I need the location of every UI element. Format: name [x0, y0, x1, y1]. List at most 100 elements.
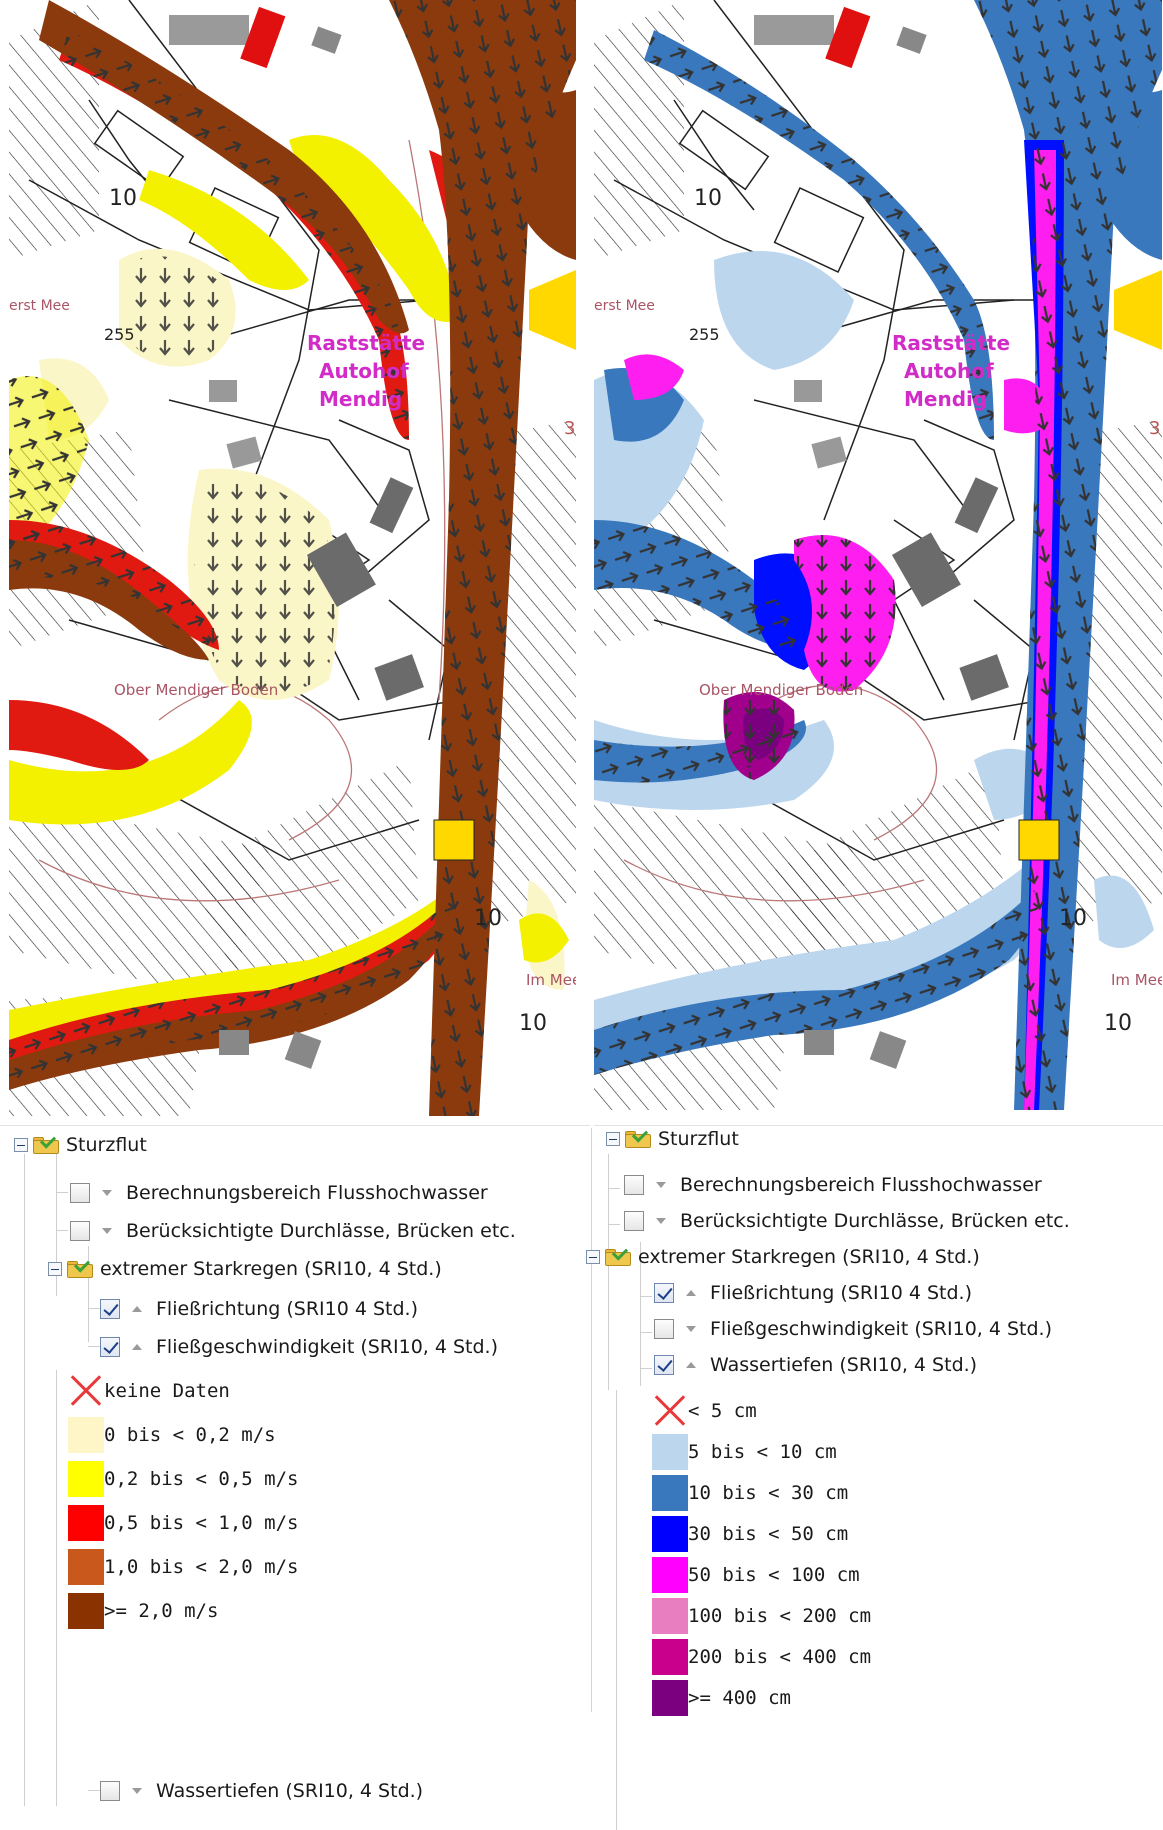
triangle-up-icon[interactable]: [132, 1306, 142, 1312]
legend-label: >= 400 cm: [688, 1687, 791, 1709]
legend-swatch: [68, 1593, 104, 1629]
layer-checkbox[interactable]: [100, 1781, 120, 1801]
map-flow-velocity[interactable]: Raststätte Autohof Mendig 255 Ober Mendi…: [9, 0, 576, 1116]
layer-checkbox[interactable]: [70, 1183, 90, 1203]
map-feature-box: [1018, 819, 1060, 861]
collapse-icon[interactable]: [48, 1262, 62, 1276]
legend-swatch: [652, 1639, 688, 1675]
tree-node-starkregen[interactable]: extremer Starkregen (SRI10, 4 Std.): [586, 1242, 980, 1272]
panel-divider: [591, 1128, 592, 1712]
legend-label: 0 bis < 0,2 m/s: [104, 1424, 276, 1446]
legend-label: 1,0 bis < 2,0 m/s: [104, 1556, 299, 1578]
legend-label: 0,5 bis < 1,0 m/s: [104, 1512, 299, 1534]
legend-row: >= 400 cm: [652, 1679, 791, 1717]
edge-number-label: 3: [564, 418, 575, 439]
legend-row-nodata: < 5 cm: [652, 1392, 757, 1430]
tree-node-starkregen[interactable]: extremer Starkregen (SRI10, 4 Std.): [48, 1254, 442, 1284]
collapse-icon[interactable]: [606, 1132, 620, 1146]
place-label-2: Autohof: [319, 359, 409, 383]
place-label-3: Mendig: [319, 387, 402, 411]
triangle-down-icon[interactable]: [102, 1190, 112, 1196]
legend-row: 100 bis < 200 cm: [652, 1597, 871, 1635]
legend-row: 0,2 bis < 0,5 m/s: [68, 1460, 298, 1498]
layer-item-berechnungsbereich[interactable]: Berechnungsbereich Flusshochwasser: [624, 1170, 1042, 1200]
legend-swatch: [652, 1680, 688, 1716]
layer-checkbox[interactable]: [70, 1221, 90, 1241]
highway-junction: [1114, 270, 1162, 350]
layer-checkbox[interactable]: [624, 1175, 644, 1195]
layer-checkbox-checked[interactable]: [654, 1283, 674, 1303]
legend-row: 30 bis < 50 cm: [652, 1515, 848, 1553]
legend-swatch: [68, 1461, 104, 1497]
legend-row: 1,0 bis < 2,0 m/s: [68, 1548, 298, 1586]
legend-label: < 5 cm: [688, 1400, 757, 1422]
layer-label: Berechnungsbereich Flusshochwasser: [680, 1174, 1042, 1196]
contour-label-2: 10: [474, 906, 502, 931]
tree-node-label: Sturzflut: [66, 1134, 147, 1156]
triangle-up-icon[interactable]: [686, 1362, 696, 1368]
layer-label: Wassertiefen (SRI10, 4 Std.): [710, 1354, 978, 1376]
legend-swatch: [652, 1557, 688, 1593]
layer-checkbox-checked[interactable]: [100, 1299, 120, 1319]
legend-row: 200 bis < 400 cm: [652, 1638, 871, 1676]
legend-swatch: [68, 1417, 104, 1453]
legend-label: 30 bis < 50 cm: [688, 1523, 849, 1545]
buildings: [169, 6, 424, 1069]
layer-item-fliessgeschwindigkeit[interactable]: Fließgeschwindigkeit (SRI10, 4 Std.): [100, 1332, 498, 1362]
layer-item-durchlaesse[interactable]: Berücksichtigte Durchlässe, Brücken etc.: [70, 1216, 516, 1246]
legend-label: keine Daten: [104, 1380, 230, 1402]
west-label: erst Mee: [9, 298, 70, 314]
layer-label: Berücksichtigte Durchlässe, Brücken etc.: [126, 1220, 516, 1242]
triangle-down-icon[interactable]: [102, 1228, 112, 1234]
no-data-x-icon: [68, 1373, 104, 1409]
legend-label: >= 2,0 m/s: [104, 1600, 219, 1622]
layer-item-fliessgeschwindigkeit[interactable]: Fließgeschwindigkeit (SRI10, 4 Std.): [654, 1314, 1052, 1344]
tree-node-label: extremer Starkregen (SRI10, 4 Std.): [638, 1246, 980, 1268]
contour-label-3: 10: [1104, 1011, 1132, 1036]
tree-node-sturzflut[interactable]: Sturzflut: [606, 1124, 739, 1154]
layer-label: Fließgeschwindigkeit (SRI10, 4 Std.): [156, 1336, 499, 1358]
triangle-down-icon[interactable]: [656, 1218, 666, 1224]
field-label: Ober Mendiger Boden: [699, 681, 863, 699]
collapse-icon[interactable]: [586, 1250, 600, 1264]
layer-item-wassertiefen[interactable]: Wassertiefen (SRI10, 4 Std.): [100, 1776, 423, 1806]
layer-checkbox[interactable]: [624, 1211, 644, 1231]
field-label: Ober Mendiger Boden: [114, 681, 278, 699]
layer-checkbox-checked[interactable]: [100, 1337, 120, 1357]
contour-label-2: 10: [1059, 906, 1087, 931]
collapse-icon[interactable]: [14, 1138, 28, 1152]
layer-item-fliessrichtung[interactable]: Fließrichtung (SRI10 4 Std.): [654, 1278, 972, 1308]
layer-item-berechnungsbereich[interactable]: Berechnungsbereich Flusshochwasser: [70, 1178, 488, 1208]
triangle-down-icon[interactable]: [686, 1326, 696, 1332]
map-feature-box: [433, 819, 475, 861]
folder-checked-icon: [66, 1256, 94, 1279]
elevation-label: 255: [689, 325, 720, 344]
map-flow-velocity-canvas: Raststätte Autohof Mendig 255 Ober Mendi…: [9, 0, 576, 1116]
layer-item-durchlaesse[interactable]: Berücksichtigte Durchlässe, Brücken etc.: [624, 1206, 1070, 1236]
road-label: Im Mee: [1111, 971, 1162, 989]
folder-checked-icon: [32, 1132, 60, 1155]
contour-label-3: 10: [519, 1011, 547, 1036]
layer-checkbox-checked[interactable]: [654, 1355, 674, 1375]
layer-label: Berechnungsbereich Flusshochwasser: [126, 1182, 488, 1204]
folder-checked-icon: [604, 1244, 632, 1267]
layer-label: Berücksichtigte Durchlässe, Brücken etc.: [680, 1210, 1070, 1232]
map-water-depth[interactable]: Raststätte Autohof Mendig 255 Ober Mendi…: [594, 0, 1162, 1110]
layer-item-fliessrichtung[interactable]: Fließrichtung (SRI10 4 Std.): [100, 1294, 418, 1324]
place-label-1: Raststätte: [307, 331, 425, 355]
contour-label-1: 10: [109, 186, 137, 211]
triangle-up-icon[interactable]: [686, 1290, 696, 1296]
triangle-down-icon[interactable]: [132, 1788, 142, 1794]
legend-swatch: [652, 1516, 688, 1552]
layer-label: Fließrichtung (SRI10 4 Std.): [710, 1282, 973, 1304]
layer-checkbox[interactable]: [654, 1319, 674, 1339]
triangle-down-icon[interactable]: [656, 1182, 666, 1188]
layer-item-wassertiefen[interactable]: Wassertiefen (SRI10, 4 Std.): [654, 1350, 977, 1380]
legend-row: 10 bis < 30 cm: [652, 1474, 848, 1512]
place-label-2: Autohof: [904, 359, 994, 383]
triangle-up-icon[interactable]: [132, 1344, 142, 1350]
legend-row: >= 2,0 m/s: [68, 1592, 218, 1630]
legend-label: 50 bis < 100 cm: [688, 1564, 860, 1586]
layer-label: Wassertiefen (SRI10, 4 Std.): [156, 1780, 424, 1802]
tree-node-sturzflut[interactable]: Sturzflut: [14, 1130, 147, 1160]
